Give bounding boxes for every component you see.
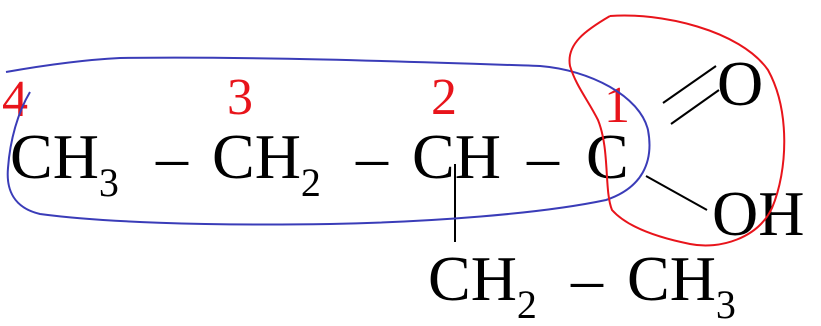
- carbon-number-2: 2: [431, 69, 457, 126]
- branch-ch2: CH2: [428, 243, 537, 326]
- carbon-number-4: 4: [2, 71, 28, 128]
- chain-ch3: CH3: [10, 121, 119, 206]
- carbon-number-1: 1: [604, 77, 630, 134]
- chain-bond-2: –: [356, 121, 388, 192]
- hydroxyl-group: OH: [712, 178, 805, 249]
- carbonyl-oxygen: O: [717, 48, 764, 119]
- carboxyl-outline-red: [568, 14, 786, 247]
- carbonyl-double-bond-upper: [662, 65, 717, 104]
- carbon-number-3: 3: [227, 69, 253, 126]
- chain-ch: CH: [412, 121, 501, 192]
- hydroxyl-single-bond: [645, 175, 708, 211]
- branch-ch3: CH3: [627, 243, 736, 326]
- chain-bond-1: –: [156, 121, 188, 192]
- carbonyl-double-bond-lower: [670, 89, 720, 125]
- chain-outline-blue: [5, 56, 651, 226]
- chain-ch2: CH2: [212, 121, 321, 206]
- chain-bond-3: –: [527, 121, 559, 192]
- branch-bond: –: [571, 243, 603, 314]
